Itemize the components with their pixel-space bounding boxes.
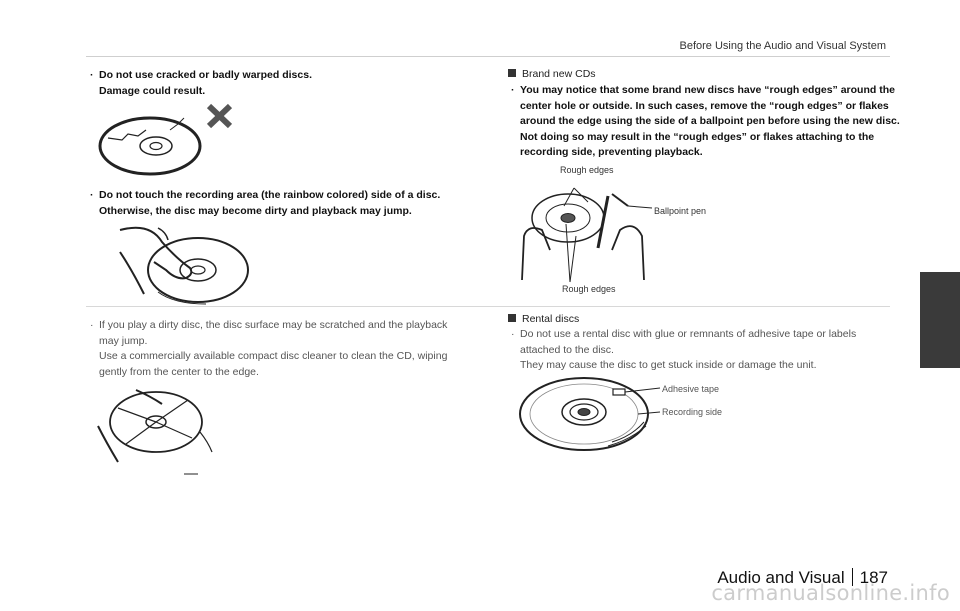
warning-cracked-discs: · Do not use cracked or badly warped dis… bbox=[90, 68, 312, 99]
heading-brand-new-cds: Brand new CDs bbox=[508, 68, 596, 80]
square-bullet-icon bbox=[508, 314, 516, 322]
warning-line: Damage could result. bbox=[99, 84, 206, 97]
body-line: attached to the disc. bbox=[520, 343, 614, 356]
heading-text: Rental discs bbox=[522, 313, 580, 325]
warning-recording-area: · Do not touch the recording area (the r… bbox=[90, 188, 441, 219]
tip-cleaning-disc: · If you play a dirty disc, the disc sur… bbox=[90, 318, 448, 380]
warning-line: Do not use cracked or badly warped discs… bbox=[99, 69, 312, 81]
running-header: Before Using the Audio and Visual System bbox=[679, 40, 886, 52]
section-divider bbox=[86, 306, 890, 307]
body-line: center hole or outside. In such cases, r… bbox=[520, 99, 889, 112]
header-divider bbox=[86, 56, 890, 57]
touching-disc-illustration bbox=[119, 226, 249, 305]
watermark: carmanualsonline.info bbox=[711, 581, 950, 605]
cleaning-disc-illustration bbox=[97, 389, 213, 475]
footer-separator bbox=[851, 568, 853, 586]
label-recording-side: Recording side bbox=[662, 407, 723, 417]
bullet: · bbox=[511, 328, 515, 340]
body-line: around the edge using the side of a ball… bbox=[520, 115, 900, 127]
body-line: Do not use a rental disc with glue or re… bbox=[520, 328, 857, 340]
body-line: Not doing so may result in the “rough ed… bbox=[520, 130, 875, 143]
bullet: · bbox=[90, 69, 94, 81]
warning-line: Otherwise, the disc may become dirty and… bbox=[99, 204, 412, 217]
rental-discs-text: · Do not use a rental disc with glue or … bbox=[511, 327, 857, 374]
page-footer: Audio and Visual 187 bbox=[717, 568, 888, 588]
body-line: They may cause the disc to get stuck ins… bbox=[520, 359, 817, 371]
heading-rental-discs: Rental discs bbox=[508, 313, 579, 325]
page-number: 187 bbox=[859, 568, 888, 587]
adhesive-tape-disc-illustration bbox=[519, 377, 661, 451]
body-line: recording side, preventing playback. bbox=[520, 146, 703, 158]
tip-line: may jump. bbox=[99, 334, 148, 347]
tip-line: If you play a dirty disc, the disc surfa… bbox=[99, 319, 448, 331]
label-adhesive-tape: Adhesive tape bbox=[662, 384, 720, 394]
bullet: · bbox=[511, 84, 515, 96]
label-ballpoint-pen: Ballpoint pen bbox=[654, 206, 707, 216]
heading-text: Brand new CDs bbox=[522, 68, 596, 80]
cracked-disc-illustration bbox=[98, 103, 233, 176]
label-rough-edges-top: Rough edges bbox=[560, 165, 614, 175]
square-bullet-icon bbox=[508, 69, 516, 77]
tip-line: Use a commercially available compact dis… bbox=[99, 350, 448, 362]
label-rough-edges-bottom: Rough edges bbox=[562, 284, 616, 294]
prohibited-x-icon bbox=[206, 103, 233, 129]
bullet: · bbox=[90, 189, 94, 201]
section-tab bbox=[920, 272, 960, 368]
body-line: You may notice that some brand new discs… bbox=[520, 84, 895, 96]
bullet: · bbox=[90, 319, 94, 331]
adhesive-tape-mark bbox=[612, 388, 626, 396]
rough-edges-illustration bbox=[521, 187, 653, 283]
footer-section-title: Audio and Visual bbox=[717, 568, 845, 587]
brand-new-cds-text: · You may notice that some brand new dis… bbox=[511, 83, 900, 161]
tip-line: gently from the center to the edge. bbox=[99, 365, 259, 378]
warning-line: Do not touch the recording area (the rai… bbox=[99, 189, 441, 201]
